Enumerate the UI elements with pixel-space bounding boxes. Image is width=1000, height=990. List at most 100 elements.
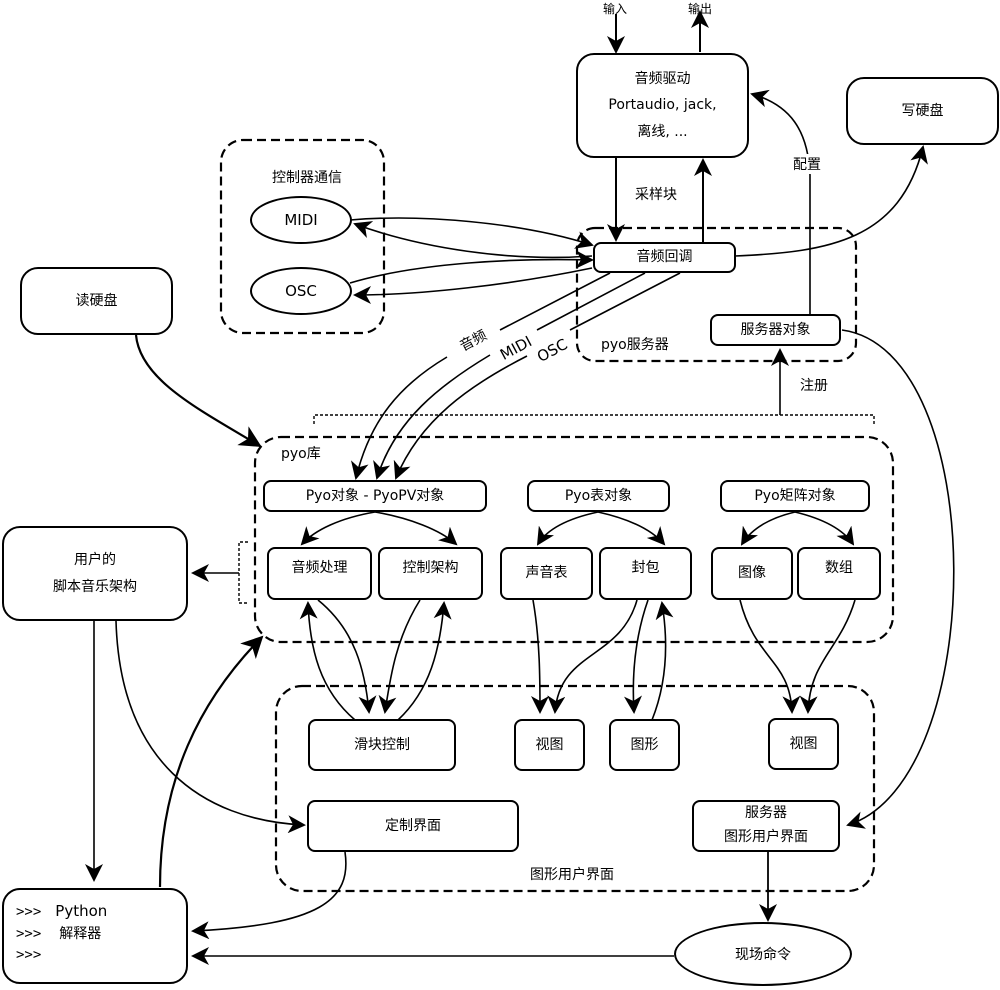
- pyo-lib-title: pyo库: [281, 446, 321, 462]
- user-script-bracket: [238, 541, 248, 604]
- read-disk-box[interactable]: 读硬盘: [20, 267, 173, 335]
- arrow-midi-stream: [377, 272, 646, 478]
- server-gui-line1: 服务器: [745, 805, 787, 822]
- arrow-env-to-graph: [624, 599, 649, 714]
- table-view-label: 视图: [535, 736, 564, 753]
- arrow-table-to-env: [597, 511, 666, 546]
- arrow-image-to-view: [739, 599, 801, 714]
- arrow-osc-stream: [396, 272, 681, 478]
- table-view-box[interactable]: 视图: [514, 719, 585, 771]
- sound-table-label: 声音表: [525, 565, 568, 582]
- output-label: 输出: [688, 2, 713, 16]
- arrow-pyo-to-audio: [300, 511, 376, 546]
- arrow-slider-to-audio: [299, 601, 356, 721]
- python-line-1: >>> Python: [16, 900, 107, 924]
- prompt-1: >>>: [16, 904, 42, 920]
- gui-group: [274, 684, 876, 893]
- midi-node[interactable]: MIDI: [250, 196, 352, 244]
- midi-label: MIDI: [284, 211, 318, 229]
- server-gui-line2: 图形用户界面: [724, 829, 808, 845]
- graph-label: 图形: [630, 736, 659, 753]
- register-label: 注册: [800, 378, 828, 394]
- user-script-box[interactable]: 用户的 脚本音乐架构: [2, 526, 188, 621]
- arrow-python-to-lib: [158, 635, 264, 888]
- python-interpreter-box[interactable]: >>> Python >>> 解释器 >>>: [2, 888, 188, 984]
- arrow-table-to-sound: [536, 511, 599, 546]
- arrow-pyo-to-control: [374, 511, 458, 546]
- audio-processing-box[interactable]: 音频处理: [267, 547, 372, 600]
- arrow-custom-to-python: [191, 851, 347, 940]
- arrow-midi-to-callback: [349, 217, 594, 249]
- server-object-box[interactable]: 服务器对象: [710, 314, 841, 346]
- pyo-server-group: [575, 226, 858, 363]
- arrow-read-disk: [134, 334, 262, 448]
- server-gui-box[interactable]: 服务器 图形用户界面: [692, 800, 840, 852]
- custom-interface-label: 定制界面: [385, 817, 441, 834]
- matrix-object-label: Pyo矩阵对象: [754, 487, 836, 504]
- controller-comm-title: 控制器通信: [272, 170, 342, 186]
- arrow-graph-to-env: [651, 601, 674, 721]
- input-label: 输入: [603, 2, 628, 16]
- audio-driver-title: 音频驱动: [634, 70, 691, 87]
- array-box[interactable]: 数组: [797, 547, 881, 600]
- array-label: 数组: [825, 560, 853, 576]
- sound-table-box[interactable]: 声音表: [500, 547, 593, 600]
- user-script-line1: 用户的: [74, 551, 116, 568]
- register-bracket: [313, 414, 875, 424]
- table-object-box[interactable]: Pyo表对象: [527, 480, 670, 512]
- server-object-label: 服务器对象: [740, 321, 811, 338]
- osc-label: OSC: [285, 282, 317, 300]
- control-structure-box[interactable]: 控制架构: [378, 547, 483, 600]
- slider-control-box[interactable]: 滑块控制: [308, 719, 456, 771]
- arrow-callback-to-osc: [353, 267, 593, 304]
- envelope-box[interactable]: 封包: [599, 547, 692, 600]
- pyo-lib-group: [253, 435, 895, 644]
- live-command-node[interactable]: 现场命令: [674, 922, 852, 986]
- envelope-label: 封包: [631, 560, 660, 576]
- sample-block-label: 采样块: [635, 187, 677, 203]
- controller-comm-group: [219, 138, 386, 335]
- arrow-script-to-custom: [115, 620, 306, 834]
- matrix-object-box[interactable]: Pyo矩阵对象: [720, 480, 870, 512]
- arrow-write-disk: [734, 145, 928, 257]
- arrow-control-to-slider: [378, 599, 421, 714]
- prompt-2: >>>: [16, 925, 42, 942]
- audio-callback-box[interactable]: 音频回调: [593, 242, 736, 273]
- arrow-matrix-to-array: [794, 511, 855, 546]
- write-disk-label: 写硬盘: [901, 102, 944, 119]
- python-label: Python: [55, 902, 108, 920]
- arrow-env-to-view: [547, 599, 638, 714]
- arrow-audio-to-slider: [317, 599, 377, 714]
- interpreter-label: 解释器: [59, 925, 102, 942]
- arrow-server-gui: [841, 329, 955, 829]
- matrix-view-box[interactable]: 视图: [768, 718, 839, 770]
- image-box[interactable]: 图像: [711, 547, 793, 600]
- user-script-line2: 脚本音乐架构: [53, 578, 137, 595]
- arrow-sound-to-view: [530, 599, 549, 714]
- audio-processing-label: 音频处理: [291, 560, 348, 576]
- table-object-label: Pyo表对象: [564, 487, 633, 504]
- audio-callback-label: 音频回调: [636, 249, 693, 266]
- pyo-object-box[interactable]: Pyo对象 - PyoPV对象: [263, 480, 487, 512]
- prompt-3: >>>: [16, 947, 42, 964]
- audio-driver-offline: 离线, ...: [637, 123, 688, 140]
- arrow-array-to-view: [799, 599, 856, 714]
- control-structure-label: 控制架构: [402, 560, 459, 576]
- osc-node[interactable]: OSC: [250, 267, 352, 315]
- arrow-callback-to-midi: [353, 221, 593, 259]
- arrow-config: [750, 89, 811, 314]
- audio-driver-backends: Portaudio, jack,: [608, 97, 717, 114]
- custom-interface-box[interactable]: 定制界面: [307, 800, 519, 852]
- pyo-object-label: Pyo对象 - PyoPV对象: [305, 487, 445, 504]
- graph-box[interactable]: 图形: [609, 719, 680, 771]
- pyo-server-title: pyo服务器: [601, 337, 669, 353]
- audio-driver-box[interactable]: 音频驱动 Portaudio, jack, 离线, ...: [576, 53, 749, 158]
- arrow-slider-to-control: [397, 601, 452, 721]
- arrow-matrix-to-image: [740, 511, 796, 546]
- python-line-2: >>> 解释器: [16, 924, 101, 946]
- live-command-label: 现场命令: [735, 947, 791, 963]
- python-line-3: >>>: [16, 945, 41, 967]
- matrix-view-label: 视图: [789, 735, 818, 752]
- write-disk-box[interactable]: 写硬盘: [846, 77, 999, 145]
